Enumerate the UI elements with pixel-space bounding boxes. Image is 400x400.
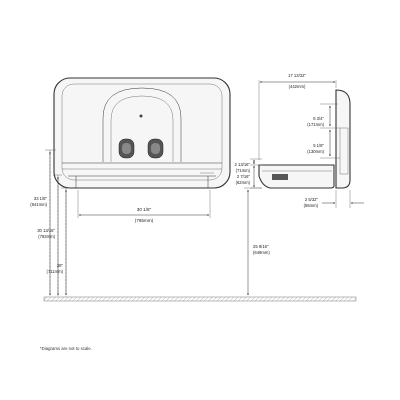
dim-mount-height-metric: (649mm)	[253, 250, 270, 255]
dim-rail-height-value: 2 13/16"	[235, 162, 251, 167]
side-bed	[258, 164, 335, 189]
strap-hole-left	[118, 138, 135, 159]
dim-lower-height-value: 28"	[57, 263, 64, 268]
dim-depth-value: 17 13/32"	[288, 73, 306, 78]
dim-bed-thickness-value: 2 7/16"	[237, 174, 251, 179]
dim-lower-height-metric: (711mm)	[47, 269, 64, 274]
scale-note: *Diagrams are not to scale.	[40, 346, 92, 351]
dim-mount-offset-metric: (130mm)	[307, 149, 324, 154]
dim-upper-offset-metric: (171mm)	[307, 122, 324, 127]
side-mount-plate	[339, 127, 349, 175]
dim-mount-height-value: 25 9/16"	[253, 244, 269, 249]
side-wall-unit	[335, 89, 351, 189]
dim-side-upper-offset: 6 3/4" (171mm)	[307, 103, 340, 129]
dim-front-width: 30 1/8" (765mm)	[77, 190, 211, 223]
dim-rail-height-metric: (71mm)	[236, 168, 251, 173]
dim-side-mount-depth: 2 5/32" (55mm)	[304, 190, 364, 208]
front-inner-outline	[61, 83, 223, 181]
side-view	[258, 89, 351, 189]
dim-overall-height-metric: (841mm)	[30, 202, 47, 207]
dim-mount-depth-metric: (55mm)	[304, 203, 319, 208]
front-arch-inner	[110, 95, 174, 162]
dim-front-width-value: 30 1/8"	[137, 207, 152, 212]
front-body-outline	[53, 77, 231, 189]
dim-upper-offset-value: 6 3/4"	[313, 116, 324, 121]
front-rivet-icon	[139, 114, 143, 118]
dim-side-depth: 17 13/32" (442mm)	[258, 73, 337, 160]
floor	[43, 296, 357, 302]
dim-side-mount-offset: 5 1/8" (130mm)	[307, 129, 340, 159]
dim-mount-offset-value: 5 1/8"	[313, 143, 324, 148]
side-handle	[272, 174, 288, 180]
dim-bed-height-value: 30 13/16"	[37, 228, 55, 233]
dim-overall-height-value: 33 1/8"	[34, 196, 48, 201]
strap-hole-right	[147, 138, 164, 159]
dim-mount-depth-value: 2 5/32"	[305, 197, 319, 202]
dim-depth-metric: (442mm)	[289, 84, 306, 89]
dim-front-heights: 33 1/8" (841mm) 30 13/16" (783mm) 28" (7…	[30, 149, 70, 297]
front-view	[53, 77, 231, 189]
dim-front-width-metric: (765mm)	[135, 218, 154, 223]
dim-bed-height-metric: (783mm)	[38, 234, 55, 239]
dim-side-bed: 2 13/16" (71mm) 2 7/16" (62mm)	[235, 158, 262, 189]
dim-side-mount-height: 25 9/16" (649mm)	[244, 187, 270, 296]
front-arch	[102, 87, 182, 162]
dim-bed-thickness-metric: (62mm)	[236, 180, 251, 185]
